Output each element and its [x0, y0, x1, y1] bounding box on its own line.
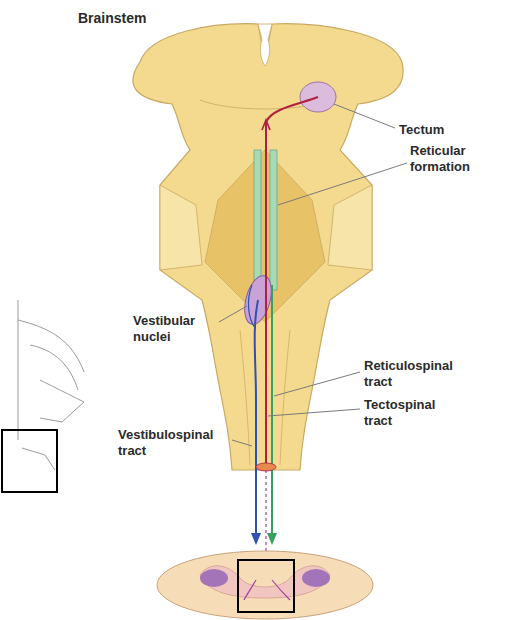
grey-matter: [200, 566, 330, 598]
vestibulospinal-tract: [255, 300, 258, 535]
ventral-horn: [302, 569, 330, 587]
focus-box: [238, 560, 294, 612]
structure-label: Vestibulospinal tract: [118, 427, 232, 459]
reticular-formation-bar: [270, 150, 277, 290]
reticular-formation-bar: [254, 150, 261, 290]
leader-line: [334, 104, 395, 128]
reticulospinal-tract: [271, 285, 273, 535]
spinal-fibres: [244, 580, 290, 600]
peduncle-cut: [160, 185, 202, 270]
leader-line: [219, 306, 247, 322]
ventral-horn: [200, 569, 228, 587]
medulla-line: [280, 330, 290, 465]
tectospinal-arrow: [262, 120, 270, 130]
peduncle-cut: [328, 185, 372, 270]
leader-line: [274, 372, 360, 396]
decussation-spot: [256, 463, 276, 471]
structure-label: Reticulospinal tract: [364, 358, 468, 390]
leader-line: [278, 163, 407, 205]
inset-box: [2, 430, 57, 492]
structure-label: Tectospinal tract: [364, 397, 460, 429]
structure-label: Reticular formation: [410, 143, 492, 175]
structure-label: Vestibular nuclei: [133, 313, 217, 345]
spinal-cord-section: [157, 551, 373, 619]
leader-line: [232, 440, 252, 446]
figure-title: Brainstem: [78, 10, 146, 26]
brainstem-outline: [133, 24, 403, 470]
leader-line: [268, 409, 360, 416]
inset-sketch: [18, 300, 84, 470]
structure-label: Tectum: [399, 122, 479, 138]
vestibulospinal-arrow: [251, 533, 261, 545]
vestibular-fibres: [248, 285, 255, 328]
reticulospinal-arrow: [267, 533, 277, 545]
midline-notch: [258, 24, 272, 66]
